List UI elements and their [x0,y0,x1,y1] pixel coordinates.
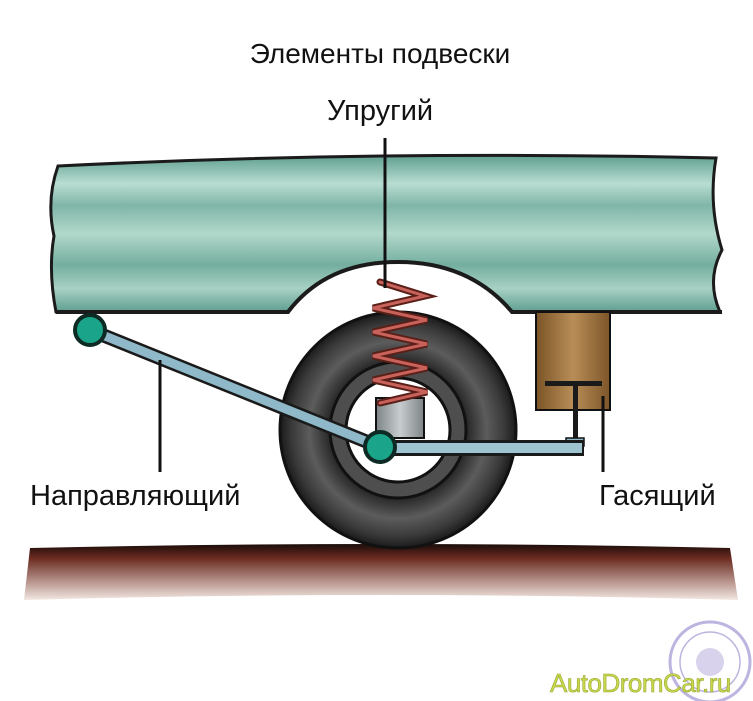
arm-body-joint [73,313,107,347]
body-underside-line [56,259,722,314]
label-guide-element: Направляющий [30,480,241,512]
label-elastic-element: Упругий [327,95,434,127]
label-damping-element: Гасящий [599,480,716,512]
ground [24,544,738,600]
arm-wheel-joint [363,430,397,464]
control-arm [83,323,584,456]
damper-rod [573,384,578,442]
watermark-seal [668,620,752,701]
diagram-title: Элементы подвески [249,38,511,69]
damper-piston [545,381,602,386]
coil-spring [372,278,439,407]
watermark-text: AutoDromCar.ru [550,668,732,699]
